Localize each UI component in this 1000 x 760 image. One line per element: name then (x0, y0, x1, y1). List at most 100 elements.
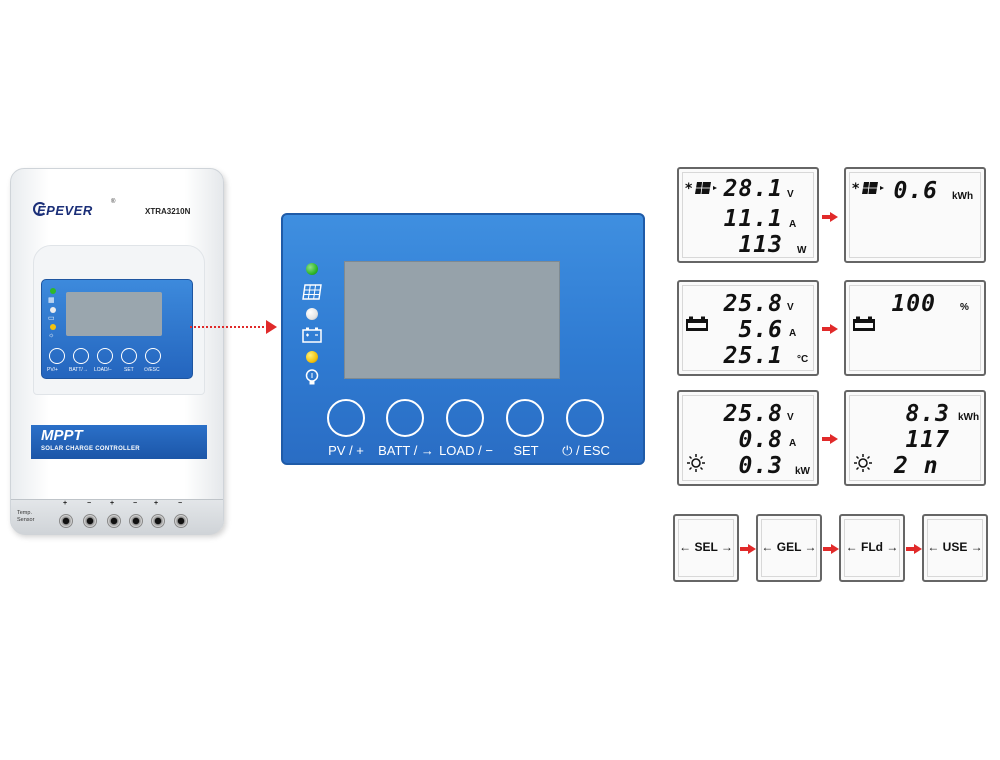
charge-controller-device: EPEVER ® XTRA3210N ▦ ▭ ☼ PV/+ BATT/→ LOA… (10, 168, 224, 535)
battery-type-sealed-text: SEL (694, 540, 718, 554)
mppt-title: MPPT (41, 427, 83, 444)
battery-temp-unit: °C (797, 354, 809, 365)
terminal-pv-pos (59, 514, 73, 528)
pv-energy-unit: kWh (952, 191, 974, 202)
load-current-unit: A (789, 438, 797, 449)
lcd-battery-soc: 100 % (844, 280, 986, 376)
load-voltage-unit: V (787, 412, 794, 423)
device-model: XTRA3210N (145, 207, 191, 216)
battery-icon (302, 327, 322, 343)
load-energy-unit: kWh (958, 412, 980, 423)
battery-soc-unit: % (960, 302, 969, 313)
pv-power-unit: W (797, 245, 807, 256)
battery-type-gel: ← GEL → (756, 514, 822, 582)
control-panel: PV / + BATT / → LOAD / − SET ⏻ / ESC (281, 213, 645, 465)
load-power-unit: kW (795, 466, 810, 477)
battery-icon (686, 316, 708, 331)
terminal-strip: Temp. Sensor + − + − + − (11, 499, 223, 535)
mini-label-load: LOAD/− (94, 367, 112, 373)
mini-pv-button[interactable] (49, 348, 65, 364)
terminal-mark-pv-pos: + (63, 500, 68, 507)
next-arrow-icon (822, 324, 838, 334)
mini-pv-icon: ▦ (48, 297, 55, 304)
mini-label-esc: ⏻/ESC (144, 367, 160, 373)
mini-set-button[interactable] (121, 348, 137, 364)
mini-label-set: SET (124, 367, 134, 373)
terminal-mark-batt-neg: − (133, 500, 138, 507)
load-voltage-value: 25.8 (723, 401, 783, 427)
label-batt-arrow: BATT / → (378, 443, 434, 458)
next-arrow-icon (822, 434, 838, 444)
terminal-mark-pv-neg: − (87, 500, 92, 507)
svg-text:*: * (685, 181, 693, 197)
bulb-icon (305, 369, 319, 385)
load-minus-button[interactable] (446, 399, 484, 437)
mini-led-green (50, 288, 56, 294)
battery-type-user-text: USE (942, 540, 968, 554)
load-bulb-icon (687, 454, 705, 472)
lcd-screen (344, 261, 560, 379)
label-load-minus: LOAD / − (439, 443, 493, 458)
terminal-load-pos (151, 514, 165, 528)
sun-pv-icon: * (685, 181, 717, 197)
power-esc-button[interactable] (566, 399, 604, 437)
lcd-pv-realtime: * 28.1 V 11.1 A 113 W (677, 167, 819, 263)
battery-type-sealed-label: ← SEL → (679, 540, 733, 554)
registered-mark: ® (111, 199, 116, 205)
mini-bulb-icon: ☼ (48, 332, 55, 339)
battery-icon (853, 316, 875, 331)
device-brand: EPEVER (37, 203, 93, 218)
mini-lcd-screen (66, 292, 162, 336)
battery-voltage-value: 25.8 (723, 291, 783, 317)
mini-led-yellow (50, 324, 56, 330)
battery-current-value: 5.6 (738, 317, 783, 343)
mppt-subtitle: SOLAR CHARGE CONTROLLER (41, 446, 140, 452)
pv-array-icon (302, 284, 322, 300)
load-current-value: 0.8 (738, 427, 783, 453)
mppt-band: MPPT SOLAR CHARGE CONTROLLER (31, 425, 207, 459)
terminal-mark-batt-pos: + (110, 500, 115, 507)
pv-energy-value: 0.6 (893, 178, 938, 204)
battery-type-user: ← USE → (922, 514, 988, 582)
batt-arrow-button[interactable] (386, 399, 424, 437)
pv-plus-button[interactable] (327, 399, 365, 437)
zoom-arrow-head-icon (266, 320, 277, 334)
lcd-load-realtime: 25.8 V 0.8 A 0.3 kW (677, 390, 819, 486)
battery-type-flooded: ← FLd → (839, 514, 905, 582)
load-power-value: 0.3 (738, 453, 783, 479)
temp-sensor-label: Temp. Sensor (17, 510, 34, 524)
label-power-esc: ⏻ / ESC (562, 443, 610, 458)
pv-current-unit: A (789, 219, 797, 230)
battery-type-flooded-label: ← FLd → (845, 540, 899, 554)
battery-type-gel-label: ← GEL → (761, 540, 817, 554)
pv-power-value: 113 (738, 232, 783, 258)
lcd-load-stats: 8.3 kWh 117 2 n (844, 390, 986, 486)
battery-current-unit: A (789, 328, 797, 339)
terminal-mark-load-pos: + (154, 500, 159, 507)
mini-batt-button[interactable] (73, 348, 89, 364)
brand-logo-icon (33, 202, 47, 216)
load-energy-value: 8.3 (905, 401, 950, 427)
label-set: SET (513, 443, 539, 458)
terminal-pv-neg (83, 514, 97, 528)
mini-load-button[interactable] (97, 348, 113, 364)
terminal-batt-neg (129, 514, 143, 528)
lcd-battery-realtime: 25.8 V 5.6 A 25.1 °C (677, 280, 819, 376)
next-arrow-icon (823, 544, 839, 554)
next-arrow-icon (822, 212, 838, 222)
mini-esc-button[interactable] (145, 348, 161, 364)
battery-type-sealed: ← SEL → (673, 514, 739, 582)
battery-soc-value: 100 (891, 291, 936, 317)
mini-label-pv: PV/+ (47, 367, 58, 373)
pv-current-value: 11.1 (723, 206, 783, 232)
zoom-dotted-line (190, 326, 268, 328)
led-green-indicator (306, 263, 318, 275)
battery-type-gel-text: GEL (776, 540, 802, 554)
load-count-value: 117 (905, 427, 950, 453)
terminal-load-neg (174, 514, 188, 528)
lcd-pv-energy: * 0.6 kWh (844, 167, 986, 263)
svg-text:*: * (852, 181, 860, 197)
load-bulb-icon (854, 454, 872, 472)
set-button[interactable] (506, 399, 544, 437)
next-arrow-icon (906, 544, 922, 554)
